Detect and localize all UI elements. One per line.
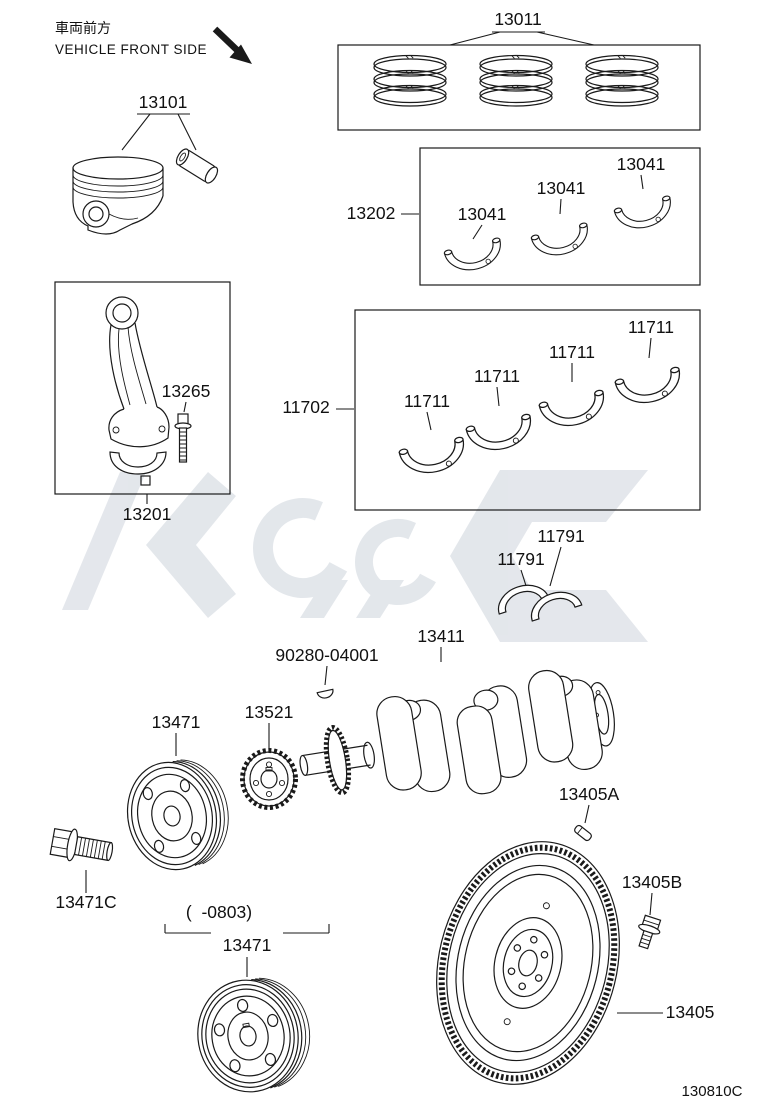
part-label-11711: 11711 — [403, 391, 451, 411]
part-label-11711: 11711 — [473, 366, 521, 386]
rod-bearing-illustration — [530, 221, 593, 262]
part-label-13041: 13041 — [536, 178, 586, 198]
front-side-label-en: VEHICLE FRONT SIDE — [55, 42, 208, 57]
piston-ring-set-illustration — [480, 56, 552, 107]
piston-rings-box — [337, 44, 701, 131]
main-bearing-illustration — [614, 366, 686, 409]
main-bearing-illustration — [538, 389, 610, 432]
part-label-13471-old: 13471 — [222, 935, 272, 955]
leader-lines — [85, 31, 663, 1014]
piston-ring-set-illustration — [374, 56, 446, 107]
connecting-rod-illustration — [105, 296, 170, 486]
crankshaft-illustration — [299, 669, 615, 796]
crank-sprocket-illustration — [240, 748, 298, 810]
part-label-13471: 13471 — [151, 712, 201, 732]
part-label-13011: 13011 — [494, 9, 542, 29]
main-bearings-box — [354, 309, 701, 511]
part-label-90280-04001: 90280-04001 — [275, 645, 379, 665]
part-label-11711: 11711 — [627, 317, 675, 337]
main-bearing-illustration — [398, 436, 470, 479]
diagram-code: 130810C — [681, 1083, 743, 1100]
main-bearing-illustration — [465, 413, 537, 456]
piston-illustration — [72, 156, 164, 235]
part-label-13041: 13041 — [457, 204, 507, 224]
part-label-13471C: 13471C — [55, 892, 117, 912]
part-label-13405: 13405 — [665, 1002, 715, 1022]
part-label-11791: 11791 — [537, 526, 585, 546]
rod-bearing-illustration — [613, 194, 676, 235]
front-arrow-icon — [212, 26, 252, 64]
part-label-13041: 13041 — [616, 154, 666, 174]
pulley-illustration — [126, 759, 229, 871]
part-label-11711: 11711 — [548, 342, 596, 362]
part-label-13411: 13411 — [417, 626, 465, 646]
piston-ring-set-illustration — [586, 56, 658, 107]
old-pulley-illustration — [197, 977, 311, 1093]
part-label-13405B: 13405B — [621, 872, 683, 892]
part-label-13405A: 13405A — [558, 784, 620, 804]
part-label-13265: 13265 — [161, 381, 211, 401]
part-label-13201: 13201 — [122, 504, 172, 524]
pulley-bolt-illustration — [49, 827, 114, 862]
rod-bearings-box — [419, 147, 701, 286]
part-label-13101: 13101 — [138, 92, 188, 112]
applicability-range-label: ( -0803) — [185, 902, 253, 922]
watermark — [62, 470, 648, 642]
part-label-11702: 11702 — [282, 397, 330, 417]
piston-pin-illustration — [175, 148, 219, 184]
part-label-11791: 11791 — [497, 549, 545, 569]
flywheel-illustration — [436, 841, 620, 1085]
part-label-13521: 13521 — [244, 702, 294, 722]
flywheel-pin-illustration — [574, 824, 592, 842]
woodruff-key-illustration — [316, 688, 334, 699]
rod-bolt-illustration — [174, 413, 192, 463]
rod-bearing-illustration — [443, 236, 506, 277]
old-pulley-bracket — [164, 924, 330, 934]
front-side-label-jp: 車両前方 — [55, 20, 111, 36]
part-label-13202: 13202 — [346, 203, 396, 223]
flywheel-bolt-illustration — [638, 914, 662, 950]
connecting-rod-box — [54, 281, 231, 495]
